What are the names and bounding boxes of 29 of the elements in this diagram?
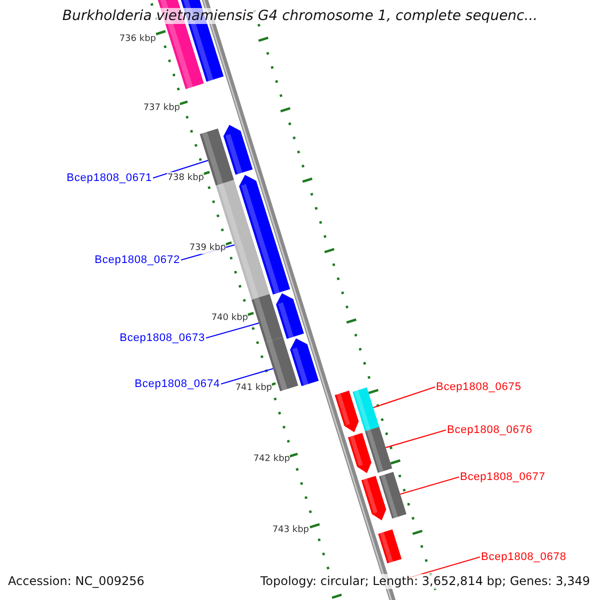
scale-label: 741 kbp — [235, 382, 272, 394]
gene-label: Bcep1808_0675 — [436, 380, 522, 394]
gene-label: Bcep1808_0677 — [460, 470, 546, 484]
leader-line — [152, 160, 208, 179]
gene-label: Bcep1808_0673 — [120, 331, 205, 345]
info-text: Topology: circular; Length: 3,652,814 bp; Genes: 3,349 — [260, 574, 590, 589]
gene-block — [378, 472, 406, 519]
scale-label: 736 kbp — [119, 33, 156, 45]
gene-block — [364, 426, 392, 473]
scale-label: 739 kbp — [189, 242, 226, 254]
gene-label: Bcep1808_0676 — [447, 423, 532, 437]
leader-line — [386, 429, 446, 448]
gene-block — [352, 387, 380, 432]
gene-label: Bcep1808_0674 — [134, 377, 220, 391]
scale-label: 738 kbp — [167, 172, 204, 184]
scale-label: 740 kbp — [211, 312, 248, 324]
gene-label: Bcep1808_0672 — [94, 253, 180, 267]
scale-label: 737 kbp — [143, 102, 180, 114]
gene-label: Bcep1808_0678 — [481, 550, 566, 564]
gene-block — [378, 529, 402, 564]
gene-label: Bcep1808_0671 — [66, 171, 152, 185]
scale-label: 742 kbp — [253, 453, 290, 465]
leader-line — [373, 386, 436, 408]
leader-line — [400, 476, 460, 495]
leader-line — [206, 322, 259, 339]
info-text: Accession: NC_009256 — [8, 574, 144, 589]
gene-block — [251, 294, 284, 343]
scale-label: 743 kbp — [272, 524, 309, 536]
leader-line — [220, 368, 274, 385]
